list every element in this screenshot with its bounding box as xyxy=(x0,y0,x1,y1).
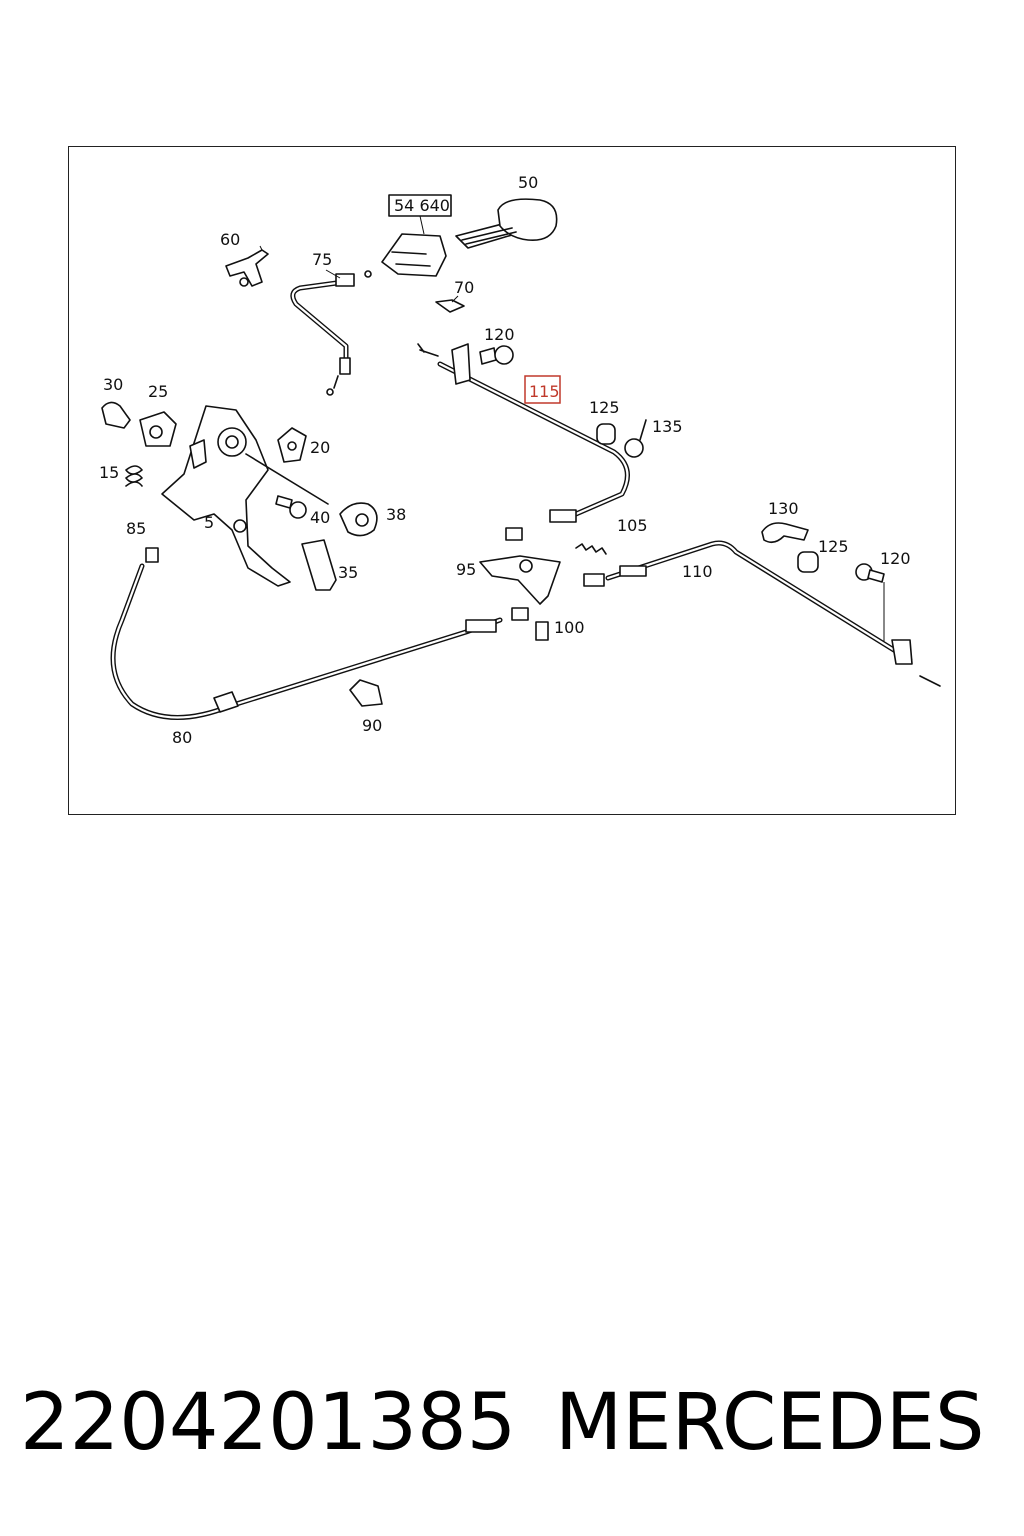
callout-95: 95 xyxy=(456,560,476,579)
part-110-cable xyxy=(583,540,941,687)
callout-75: 75 xyxy=(312,250,332,269)
callout-30: 30 xyxy=(103,375,123,394)
callout-50: 50 xyxy=(518,173,538,192)
part-130-clip xyxy=(761,522,809,544)
part-80-cable xyxy=(110,563,529,720)
part-release-handle xyxy=(455,198,558,249)
callout-120-upper: 120 xyxy=(484,325,515,344)
callout-38: 38 xyxy=(386,505,406,524)
callout-125-lower: 125 xyxy=(818,537,849,556)
part-90-clamp xyxy=(349,679,383,707)
product-caption: 2204201385 MERCEDES xyxy=(20,1368,1010,1478)
callout-25: 25 xyxy=(148,382,168,401)
part-70-screw xyxy=(435,299,465,313)
callout-125-upper: 125 xyxy=(589,398,620,417)
part-125-grommet-upper xyxy=(596,423,616,445)
callout-54640: 54 640 xyxy=(394,196,450,215)
part-75-cable xyxy=(290,270,372,396)
part-120-bolt-upper xyxy=(479,345,514,365)
part-5-pedal-assembly xyxy=(161,405,329,587)
part-40-bolt xyxy=(275,495,307,519)
callout-60: 60 xyxy=(220,230,240,249)
part-15-spring xyxy=(125,465,143,487)
callout-80: 80 xyxy=(172,728,192,747)
part-120-bolt-lower xyxy=(855,563,885,642)
brand-name: MERCEDES xyxy=(555,1378,985,1468)
callout-90: 90 xyxy=(362,716,382,735)
callout-110: 110 xyxy=(682,562,713,581)
part-85-sleeve xyxy=(145,547,159,563)
part-60-pin xyxy=(225,249,269,287)
part-125-grommet-lower xyxy=(797,551,819,573)
callout-130: 130 xyxy=(768,499,799,518)
callout-40: 40 xyxy=(310,508,330,527)
part-bracket-54640 xyxy=(381,194,452,277)
callout-120-lower: 120 xyxy=(880,549,911,568)
part-25-bushing xyxy=(139,411,177,447)
part-115-front-cable xyxy=(417,343,630,541)
callout-85: 85 xyxy=(126,519,146,538)
callout-115: 115 xyxy=(529,382,560,401)
callout-5: 5 xyxy=(204,513,214,532)
callout-35: 35 xyxy=(338,563,358,582)
part-35-pedal-pad xyxy=(301,539,337,591)
part-20-pad xyxy=(277,427,307,463)
part-105-spring xyxy=(575,543,607,555)
callout-15: 15 xyxy=(99,463,119,482)
callout-20: 20 xyxy=(310,438,330,457)
callout-105: 105 xyxy=(617,516,648,535)
callout-labels: 50 54 640 60 75 70 120 115 30 25 125 135… xyxy=(99,173,911,747)
part-135-clip xyxy=(624,419,647,458)
part-30-clip xyxy=(101,401,131,429)
callout-135: 135 xyxy=(652,417,683,436)
callout-70: 70 xyxy=(454,278,474,297)
part-number: 2204201385 xyxy=(20,1378,517,1468)
part-38-bracket xyxy=(339,502,378,537)
part-95-equalizer xyxy=(479,555,561,605)
callout-100: 100 xyxy=(554,618,585,637)
part-100-bolt xyxy=(535,621,549,641)
